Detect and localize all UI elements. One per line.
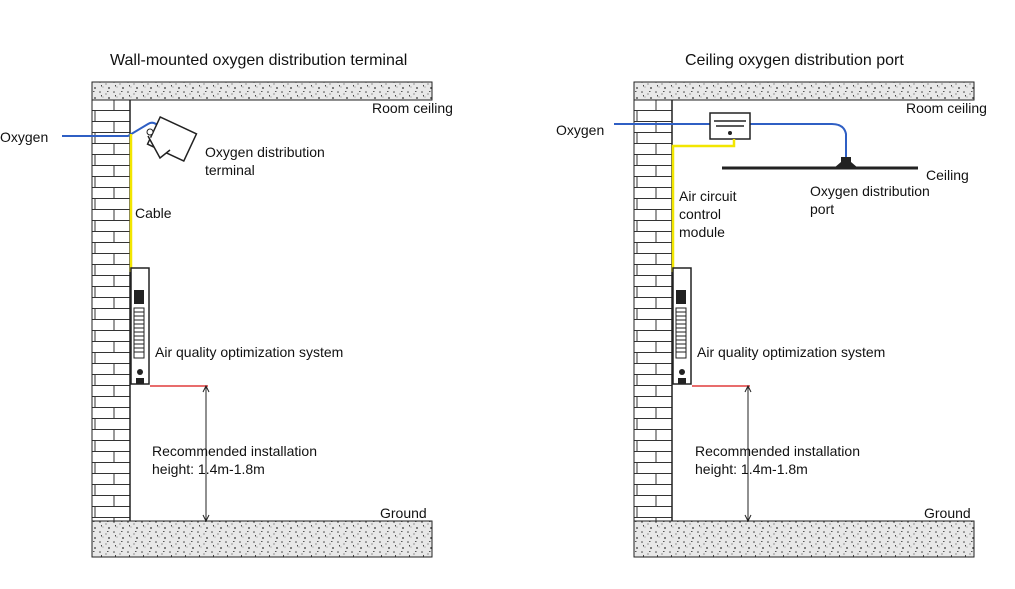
cable: [671, 139, 736, 272]
brick-wall: [91, 99, 131, 522]
install-label-line1: Recommended installation: [152, 443, 317, 459]
oxygen-label: Oxygen: [0, 129, 49, 145]
distribution-terminal: [146, 115, 198, 163]
system-label: Air quality optimization system: [155, 344, 344, 360]
ground-slab: [633, 520, 975, 558]
distribution-port: [834, 157, 858, 168]
ceiling-slab: [633, 81, 975, 101]
wall-mounted-diagram: Wall-mounted oxygen distribution termina…: [0, 0, 507, 589]
diagram-title: Wall-mounted oxygen distribution termina…: [110, 52, 408, 69]
module-label: Air circuit control module: [679, 188, 737, 240]
diagram-title: Ceiling oxygen distribution port: [685, 52, 904, 69]
ceiling-port-diagram: Ceiling oxygen distribution port Room ce…: [542, 0, 1015, 589]
room-ceiling-label: Room ceiling: [906, 100, 987, 116]
control-module: [709, 112, 751, 140]
terminal-label: Oxygen distribution terminal: [205, 144, 325, 178]
install-label-line1: Recommended installation: [695, 443, 860, 459]
room-ceiling-label: Room ceiling: [372, 100, 453, 116]
ground-label: Ground: [924, 505, 971, 521]
system-label: Air quality optimization system: [697, 344, 886, 360]
port-label: Oxygen distribution port: [810, 183, 930, 217]
ceiling-slab: [91, 81, 433, 101]
cable-label: Cable: [135, 205, 172, 221]
wall-mounted-drawing: [62, 81, 433, 558]
ceiling-port-drawing: [614, 81, 975, 558]
air-quality-unit: [130, 267, 150, 385]
oxygen-label: Oxygen: [556, 122, 605, 138]
brick-wall: [633, 99, 673, 522]
install-label-line2: height: 1.4m-1.8m: [152, 461, 265, 477]
install-label-line2: height: 1.4m-1.8m: [695, 461, 808, 477]
ground-slab: [91, 520, 433, 558]
oxygen-pipe: [614, 123, 847, 158]
ground-label: Ground: [380, 505, 427, 521]
ceiling-label: Ceiling: [926, 167, 969, 183]
air-quality-unit: [672, 267, 692, 385]
